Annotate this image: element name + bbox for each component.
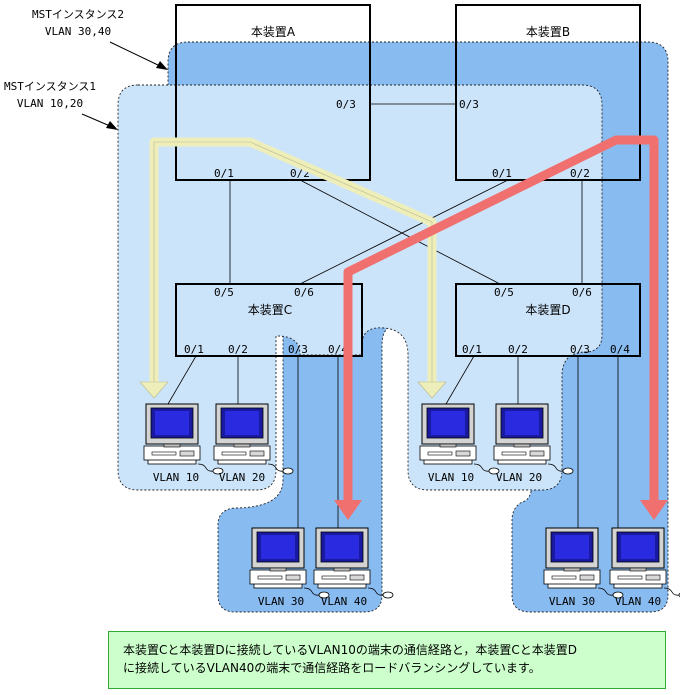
device-c-name: 本装置C	[248, 303, 292, 317]
instance1-label: MSTインスタンス1 VLAN 10,20	[4, 80, 96, 110]
device-d-port1: 0/1	[462, 343, 482, 356]
callout-arrows	[81, 41, 168, 130]
device-c-port3: 0/3	[288, 343, 308, 356]
terminal-label: VLAN 40	[615, 595, 661, 608]
vlan40-arrowhead-d	[640, 500, 668, 520]
device-d-port5: 0/5	[494, 286, 514, 299]
terminal-c-vlan30: VLAN 30	[249, 527, 330, 608]
vlan10-route	[139, 137, 447, 399]
terminal-c-vlan40: VLAN 40	[313, 527, 394, 608]
terminal-label: VLAN 20	[496, 471, 542, 484]
device-b-box	[455, 4, 641, 181]
device-c-port2: 0/2	[228, 343, 248, 356]
terminal-c-vlan10: VLAN 10	[143, 403, 224, 484]
device-d-box	[455, 283, 641, 357]
vlan40-route	[334, 135, 668, 520]
network-links	[167, 103, 619, 528]
caption-line2: に接続しているVLAN40の端末で通信経路をロードバランシングしています。	[123, 661, 541, 675]
mst-instance1-region	[117, 84, 603, 491]
instance2-vlans: VLAN 30,40	[45, 25, 111, 38]
device-d-port3: 0/3	[570, 343, 590, 356]
terminal-label: VLAN 10	[428, 471, 474, 484]
vlan40-route-line	[343, 135, 659, 506]
device-b-port1: 0/1	[492, 167, 512, 180]
terminal-d-vlan40: VLAN 40	[609, 527, 680, 608]
device-b-name: 本装置B	[526, 25, 570, 39]
device-d-port4: 0/4	[610, 343, 630, 356]
instance2-name: MSTインスタンス2	[32, 8, 124, 21]
caption-line1: 本装置Cと本装置Dに接続しているVLAN10の端末の通信経路と，本装置Cと本装置…	[123, 643, 578, 657]
device-d-port6: 0/6	[572, 286, 592, 299]
terminal-d-vlan10: VLAN 10	[419, 403, 500, 484]
instance2-label: MSTインスタンス2 VLAN 30,40	[32, 8, 124, 38]
instance1-name: MSTインスタンス1	[4, 80, 96, 93]
device-a-port3: 0/3	[336, 98, 356, 111]
device-c-port1: 0/1	[184, 343, 204, 356]
device-d: 0/5 0/6 本装置D 0/1 0/2 0/3 0/4	[455, 283, 641, 357]
instance1-main-area	[117, 84, 603, 491]
terminal-label: VLAN 40	[321, 595, 367, 608]
terminal-label: VLAN 30	[549, 595, 595, 608]
pc-icon	[609, 527, 680, 599]
vlan10-arrowhead-c	[139, 381, 169, 399]
terminal-label: VLAN 30	[258, 595, 304, 608]
link-d1-pc	[445, 355, 475, 405]
link-b1-c6	[299, 179, 509, 285]
vlan40-arrowhead-c	[334, 500, 362, 520]
pc-icon	[213, 403, 294, 475]
instance1-vlans: VLAN 10,20	[17, 97, 83, 110]
device-c-port6: 0/6	[294, 286, 314, 299]
device-c-port4: 0/4	[328, 343, 348, 356]
link-c1-pc	[167, 355, 197, 405]
terminal-d-vlan20: VLAN 20	[493, 403, 574, 484]
device-a-name: 本装置A	[251, 25, 296, 39]
device-c-box	[175, 283, 363, 357]
device-c: 0/5 0/6 本装置C 0/1 0/2 0/3 0/4	[175, 283, 363, 357]
vlan10-arrowhead-d	[417, 381, 447, 399]
device-d-name: 本装置D	[525, 303, 570, 317]
device-d-port2: 0/2	[508, 343, 528, 356]
device-b-port2: 0/2	[570, 167, 590, 180]
terminal-label: VLAN 20	[219, 471, 265, 484]
terminal-label: VLAN 10	[153, 471, 199, 484]
terminal-d-vlan30: VLAN 30	[543, 527, 624, 608]
device-b-port3: 0/3	[459, 98, 479, 111]
caption-box: 本装置Cと本装置Dに接続しているVLAN10の端末の通信経路と，本装置Cと本装置…	[108, 631, 666, 689]
device-a: 本装置A 0/3 0/1 0/2	[175, 4, 371, 181]
device-b: 本装置B 0/3 0/1 0/2	[455, 4, 641, 181]
link-a2-d5	[299, 179, 501, 285]
terminal-c-vlan20: VLAN 20	[213, 403, 294, 484]
device-c-port5: 0/5	[214, 286, 234, 299]
device-a-port1: 0/1	[214, 167, 234, 180]
device-a-box	[175, 4, 371, 181]
